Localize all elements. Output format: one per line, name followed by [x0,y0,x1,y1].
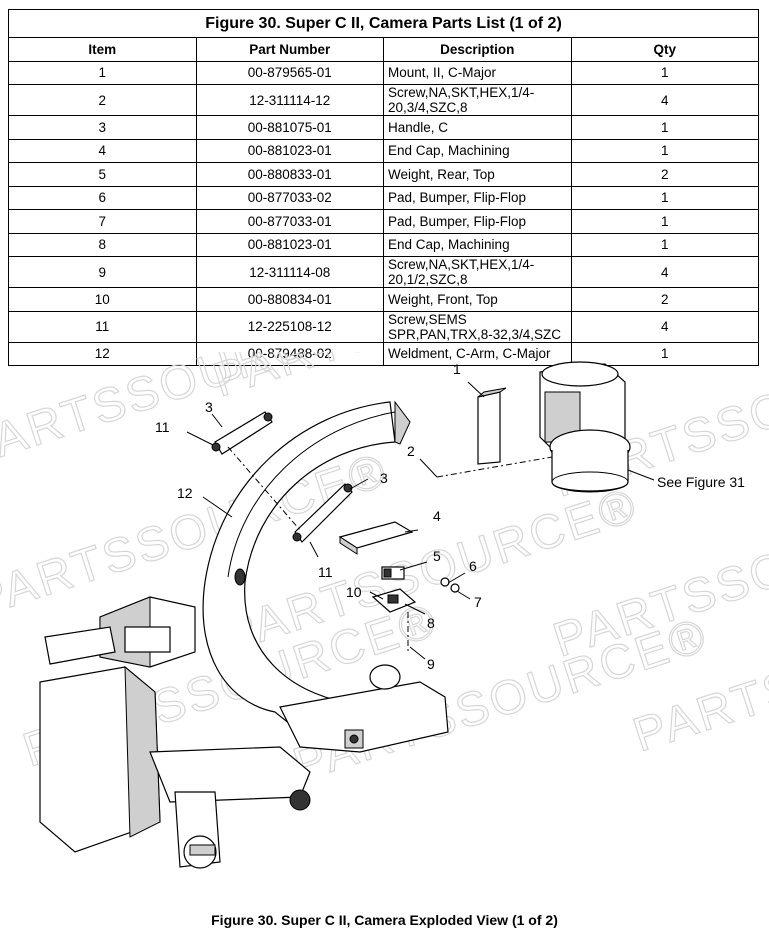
cell-part-number: 12-225108-12 [195,310,384,343]
header-part-number: Part Number [195,37,384,62]
callout-6: 6 [469,558,477,574]
image-intensifier-housing [539,361,631,493]
cell-description: End Cap, Machining [383,232,572,257]
cell-description: Screw,SEMS SPR,PAN,TRX,8-32,3/4,SZC [383,310,572,343]
cell-qty: 1 [570,60,759,85]
cell-description: End Cap, Machining [383,138,572,163]
cell-item: 10 [8,287,197,312]
table-header-row: Item Part Number Description Qty [8,37,759,62]
cell-qty: 1 [570,185,759,210]
cell-item: 1 [8,60,197,85]
callout-1: 1 [453,361,461,377]
cell-part-number: 00-877033-01 [195,209,384,234]
cell-item: 8 [8,232,197,257]
cell-part-number: 00-880834-01 [195,287,384,312]
cell-qty: 1 [570,232,759,257]
callout-4: 4 [433,508,441,524]
cell-description: Weight, Rear, Top [383,162,572,187]
rear-weight [381,566,405,580]
callout-3-top: 3 [205,399,213,415]
cell-item: 2 [8,84,197,116]
callout-5: 5 [433,548,441,564]
cell-item: 7 [8,209,197,234]
handle-c-top [211,411,273,455]
camera-body [39,596,311,869]
cell-qty: 1 [570,341,759,366]
cell-part-number: 00-881023-01 [195,138,384,163]
callout-12: 12 [177,485,193,501]
cell-qty: 2 [570,162,759,187]
cell-qty: 4 [570,84,759,116]
cell-description: Mount, II, C-Major [383,60,572,85]
header-description: Description [383,37,572,62]
cell-qty: 1 [570,115,759,140]
cell-description: Handle, C [383,115,572,140]
callout-9: 9 [427,656,435,672]
callout-7: 7 [474,594,482,610]
cell-part-number: 12-311114-12 [195,84,384,116]
cell-description: Pad, Bumper, Flip-Flop [383,185,572,210]
cell-part-number: 00-881075-01 [195,115,384,140]
cell-item: 5 [8,162,197,187]
handle-c-lower [292,483,353,543]
cell-item: 12 [8,341,197,366]
end-cap-top [338,521,414,555]
cell-part-number: 00-880833-01 [195,162,384,187]
c-arm-weldment [202,400,449,753]
end-cap-lower [371,588,417,613]
cell-item: 3 [8,115,197,140]
cell-description: Screw,NA,SKT,HEX,1/4-20,1/2,SZC,8 [383,256,572,288]
callout-3-lower: 3 [380,470,388,486]
ii-mount [477,387,507,465]
cell-description: Screw,NA,SKT,HEX,1/4-20,3/4,SZC,8 [383,84,572,116]
cell-qty: 2 [570,287,759,312]
cell-qty: 4 [570,310,759,343]
callout-11-lower: 11 [318,564,333,580]
cell-item: 9 [8,256,197,288]
cell-part-number: 00-879565-01 [195,60,384,85]
cell-qty: 4 [570,256,759,288]
callout-8: 8 [427,615,435,631]
cell-qty: 1 [570,138,759,163]
cell-item: 11 [8,310,197,343]
cell-description: Pad, Bumper, Flip-Flop [383,209,572,234]
cell-description: Weight, Front, Top [383,287,572,312]
see-figure-31-note: See Figure 31 [657,474,745,490]
bumper-pads [440,577,460,593]
header-qty: Qty [570,37,759,62]
figure-caption: Figure 30. Super C II, Camera Exploded V… [211,912,558,928]
callout-11-top: 11 [155,419,170,435]
parts-list-table: Figure 30. Super C II, Camera Parts List… [8,9,759,366]
exploded-leader-lines [186,381,655,660]
cell-part-number: 00-879488-02 [195,341,384,366]
callout-2: 2 [407,443,415,459]
cell-qty: 1 [570,209,759,234]
cell-part-number: 12-311114-08 [195,256,384,288]
cell-item: 4 [8,138,197,163]
header-item: Item [8,37,197,62]
exploded-view-diagram: PARTSSOURCE® PARTSSOURCE® PARTSSOURCE® P… [0,352,769,869]
parts-list-title: Figure 30. Super C II, Camera Parts List… [8,9,759,38]
cell-item: 6 [8,185,197,210]
cell-part-number: 00-881023-01 [195,232,384,257]
callout-10: 10 [346,584,362,600]
cell-part-number: 00-877033-02 [195,185,384,210]
